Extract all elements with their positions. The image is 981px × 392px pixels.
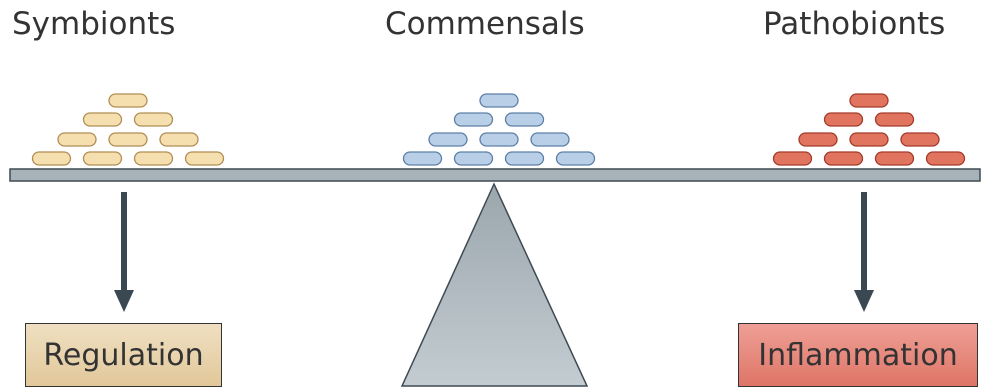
commensals-bacterium — [453, 151, 494, 166]
symbionts-bacterium — [82, 151, 123, 166]
commensals-bacterium — [428, 132, 468, 147]
pathobionts-bacterium — [925, 151, 966, 166]
commensals-bacterium — [479, 93, 519, 108]
pathobionts-bacterium — [823, 151, 864, 166]
symbionts-heading: Symbionts — [12, 6, 176, 42]
regulation-box: Regulation — [25, 323, 222, 387]
balance-beam — [9, 168, 981, 182]
commensals-bacterium — [555, 151, 596, 166]
symbionts-bacterium — [184, 151, 225, 166]
inflammation-arrow-head — [854, 290, 874, 312]
pathobionts-bacterium — [849, 93, 889, 108]
symbionts-bacterium — [31, 151, 72, 166]
pathobionts-bacterium — [798, 132, 838, 147]
symbionts-bacterium — [57, 132, 97, 147]
inflammation-box: Inflammation — [738, 323, 978, 387]
regulation-arrow-head — [114, 290, 134, 312]
commensals-bacterium — [504, 112, 545, 127]
pathobionts-bacterium — [874, 112, 915, 127]
symbionts-bacterium — [133, 151, 174, 166]
pathobionts-bacterium — [772, 151, 813, 166]
commensals-bacterium — [453, 112, 494, 127]
pathobionts-bacterium — [874, 151, 915, 166]
commensals-bacterium — [504, 151, 545, 166]
fulcrum — [400, 182, 589, 387]
pathobionts-bacterium — [849, 132, 889, 147]
commensals-bacterium — [530, 132, 570, 147]
commensals-bacterium — [402, 151, 443, 166]
pathobionts-heading: Pathobionts — [763, 6, 946, 42]
commensals-heading: Commensals — [385, 6, 585, 42]
commensals-bacterium — [479, 132, 519, 147]
pathobionts-bacterium — [900, 132, 940, 147]
symbionts-bacterium — [108, 93, 148, 108]
symbionts-bacterium — [82, 112, 123, 127]
symbionts-bacterium — [108, 132, 148, 147]
symbionts-bacterium — [133, 112, 174, 127]
pathobionts-bacterium — [823, 112, 864, 127]
symbionts-bacterium — [159, 132, 199, 147]
